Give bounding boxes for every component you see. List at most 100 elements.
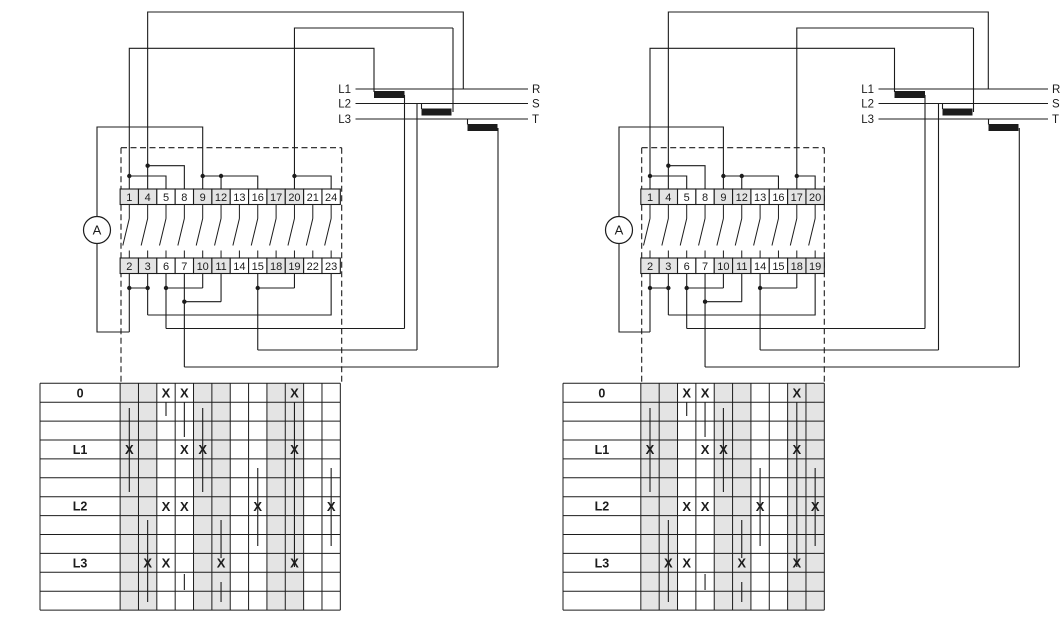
terminal-number: 20	[288, 192, 300, 204]
contact-closed-mark: X	[664, 556, 673, 571]
terminal-number: 2	[647, 261, 653, 273]
contact-closed-mark: X	[217, 556, 226, 571]
terminal-number: 3	[145, 261, 151, 273]
terminal-number: 3	[665, 261, 671, 273]
terminal-number: 19	[809, 261, 821, 273]
contact-closed-mark: X	[792, 556, 801, 571]
supply-label: S	[1052, 99, 1060, 111]
terminal-number: 16	[772, 192, 784, 204]
contact-closed-mark: X	[701, 442, 710, 457]
switch-position-label: L1	[595, 443, 610, 457]
terminal-number: 11	[215, 261, 226, 273]
table-grid	[562, 382, 825, 611]
terminal-number: 19	[288, 261, 300, 273]
switch-contacts	[122, 204, 332, 258]
terminal-number: 21	[307, 192, 319, 204]
supply-label: R	[1052, 84, 1060, 96]
terminal-number: 8	[181, 192, 187, 204]
terminal-number: 14	[754, 261, 766, 273]
phase-label: L3	[338, 114, 351, 126]
switch-position-label: L2	[595, 500, 610, 514]
switch-position-label: L3	[595, 556, 610, 570]
phase-label: L1	[861, 84, 874, 96]
terminal-number: 1	[126, 192, 132, 204]
terminal-number: 18	[791, 261, 803, 273]
phase-label: L2	[338, 99, 351, 111]
contact-closed-mark: X	[180, 499, 189, 514]
pole-connector-lines	[649, 402, 816, 602]
terminal-number: 12	[736, 192, 748, 204]
contact-closed-mark: X	[125, 442, 134, 457]
terminal-number: 22	[307, 261, 319, 273]
terminal-number: 15	[772, 261, 784, 273]
terminal-number: 17	[791, 192, 803, 204]
terminal-number: 4	[665, 192, 671, 204]
terminal-number: 18	[270, 261, 282, 273]
terminal-number: 7	[181, 261, 187, 273]
terminal-number: 4	[145, 192, 151, 204]
contact-closed-mark: X	[198, 442, 207, 457]
ammeter: A	[82, 215, 112, 245]
terminal-number: 8	[702, 192, 708, 204]
terminal-number: 23	[325, 261, 337, 273]
terminal-number: 13	[233, 192, 245, 204]
terminal-number: 7	[702, 261, 708, 273]
terminal-number: 9	[200, 192, 206, 204]
contact-closed-mark: X	[290, 556, 299, 571]
pole-connector-lines	[128, 402, 332, 602]
terminal-number: 13	[754, 192, 766, 204]
contact-closed-mark: X	[253, 499, 262, 514]
contact-closed-mark: X	[756, 499, 765, 514]
contact-closed-mark: X	[719, 442, 728, 457]
contact-closed-mark: X	[682, 499, 691, 514]
terminal-number: 11	[736, 261, 747, 273]
terminal-number: 10	[717, 261, 729, 273]
switch-position-label: 0	[598, 386, 605, 400]
terminal-number: 10	[197, 261, 209, 273]
contact-closed-mark: X	[682, 556, 691, 571]
contact-closed-mark: X	[180, 385, 189, 400]
terminal-number: 14	[233, 261, 245, 273]
fuse-icon	[374, 91, 405, 98]
contact-closed-mark: X	[701, 499, 710, 514]
supply-label: T	[1052, 114, 1059, 126]
contact-closed-mark: X	[792, 385, 801, 400]
terminal-number: 15	[252, 261, 264, 273]
contact-closed-mark: X	[682, 385, 691, 400]
terminal-number: 5	[684, 192, 690, 204]
terminal-number: 2	[126, 261, 132, 273]
fuse-icon	[421, 108, 452, 116]
fuses	[893, 28, 1020, 367]
table-grid	[39, 382, 341, 611]
supply-label: R	[532, 84, 540, 96]
contact-closed-mark: X	[701, 385, 710, 400]
contact-closed-mark: X	[811, 499, 820, 514]
ammeter-label: A	[93, 223, 102, 238]
supply-label: S	[532, 99, 540, 111]
contact-closed-mark: X	[737, 556, 746, 571]
fuse-icon	[467, 124, 498, 131]
switch-position-label: 0	[77, 386, 84, 400]
contact-closed-mark: X	[162, 385, 171, 400]
phase-label: L1	[338, 84, 351, 96]
contact-closed-mark: X	[646, 442, 655, 457]
terminal-number: 16	[252, 192, 264, 204]
fuse-icon	[942, 108, 973, 116]
terminal-number: 6	[163, 261, 169, 273]
fuse-icon	[988, 124, 1019, 131]
terminal-number: 5	[163, 192, 169, 204]
switch-position-label: L2	[73, 500, 88, 514]
phase-label: L2	[861, 99, 874, 111]
contact-closed-mark: X	[180, 442, 189, 457]
junction-dots	[127, 163, 297, 304]
terminal-number: 17	[270, 192, 282, 204]
contact-closed-mark: X	[327, 499, 336, 514]
terminal-number: 1	[647, 192, 653, 204]
